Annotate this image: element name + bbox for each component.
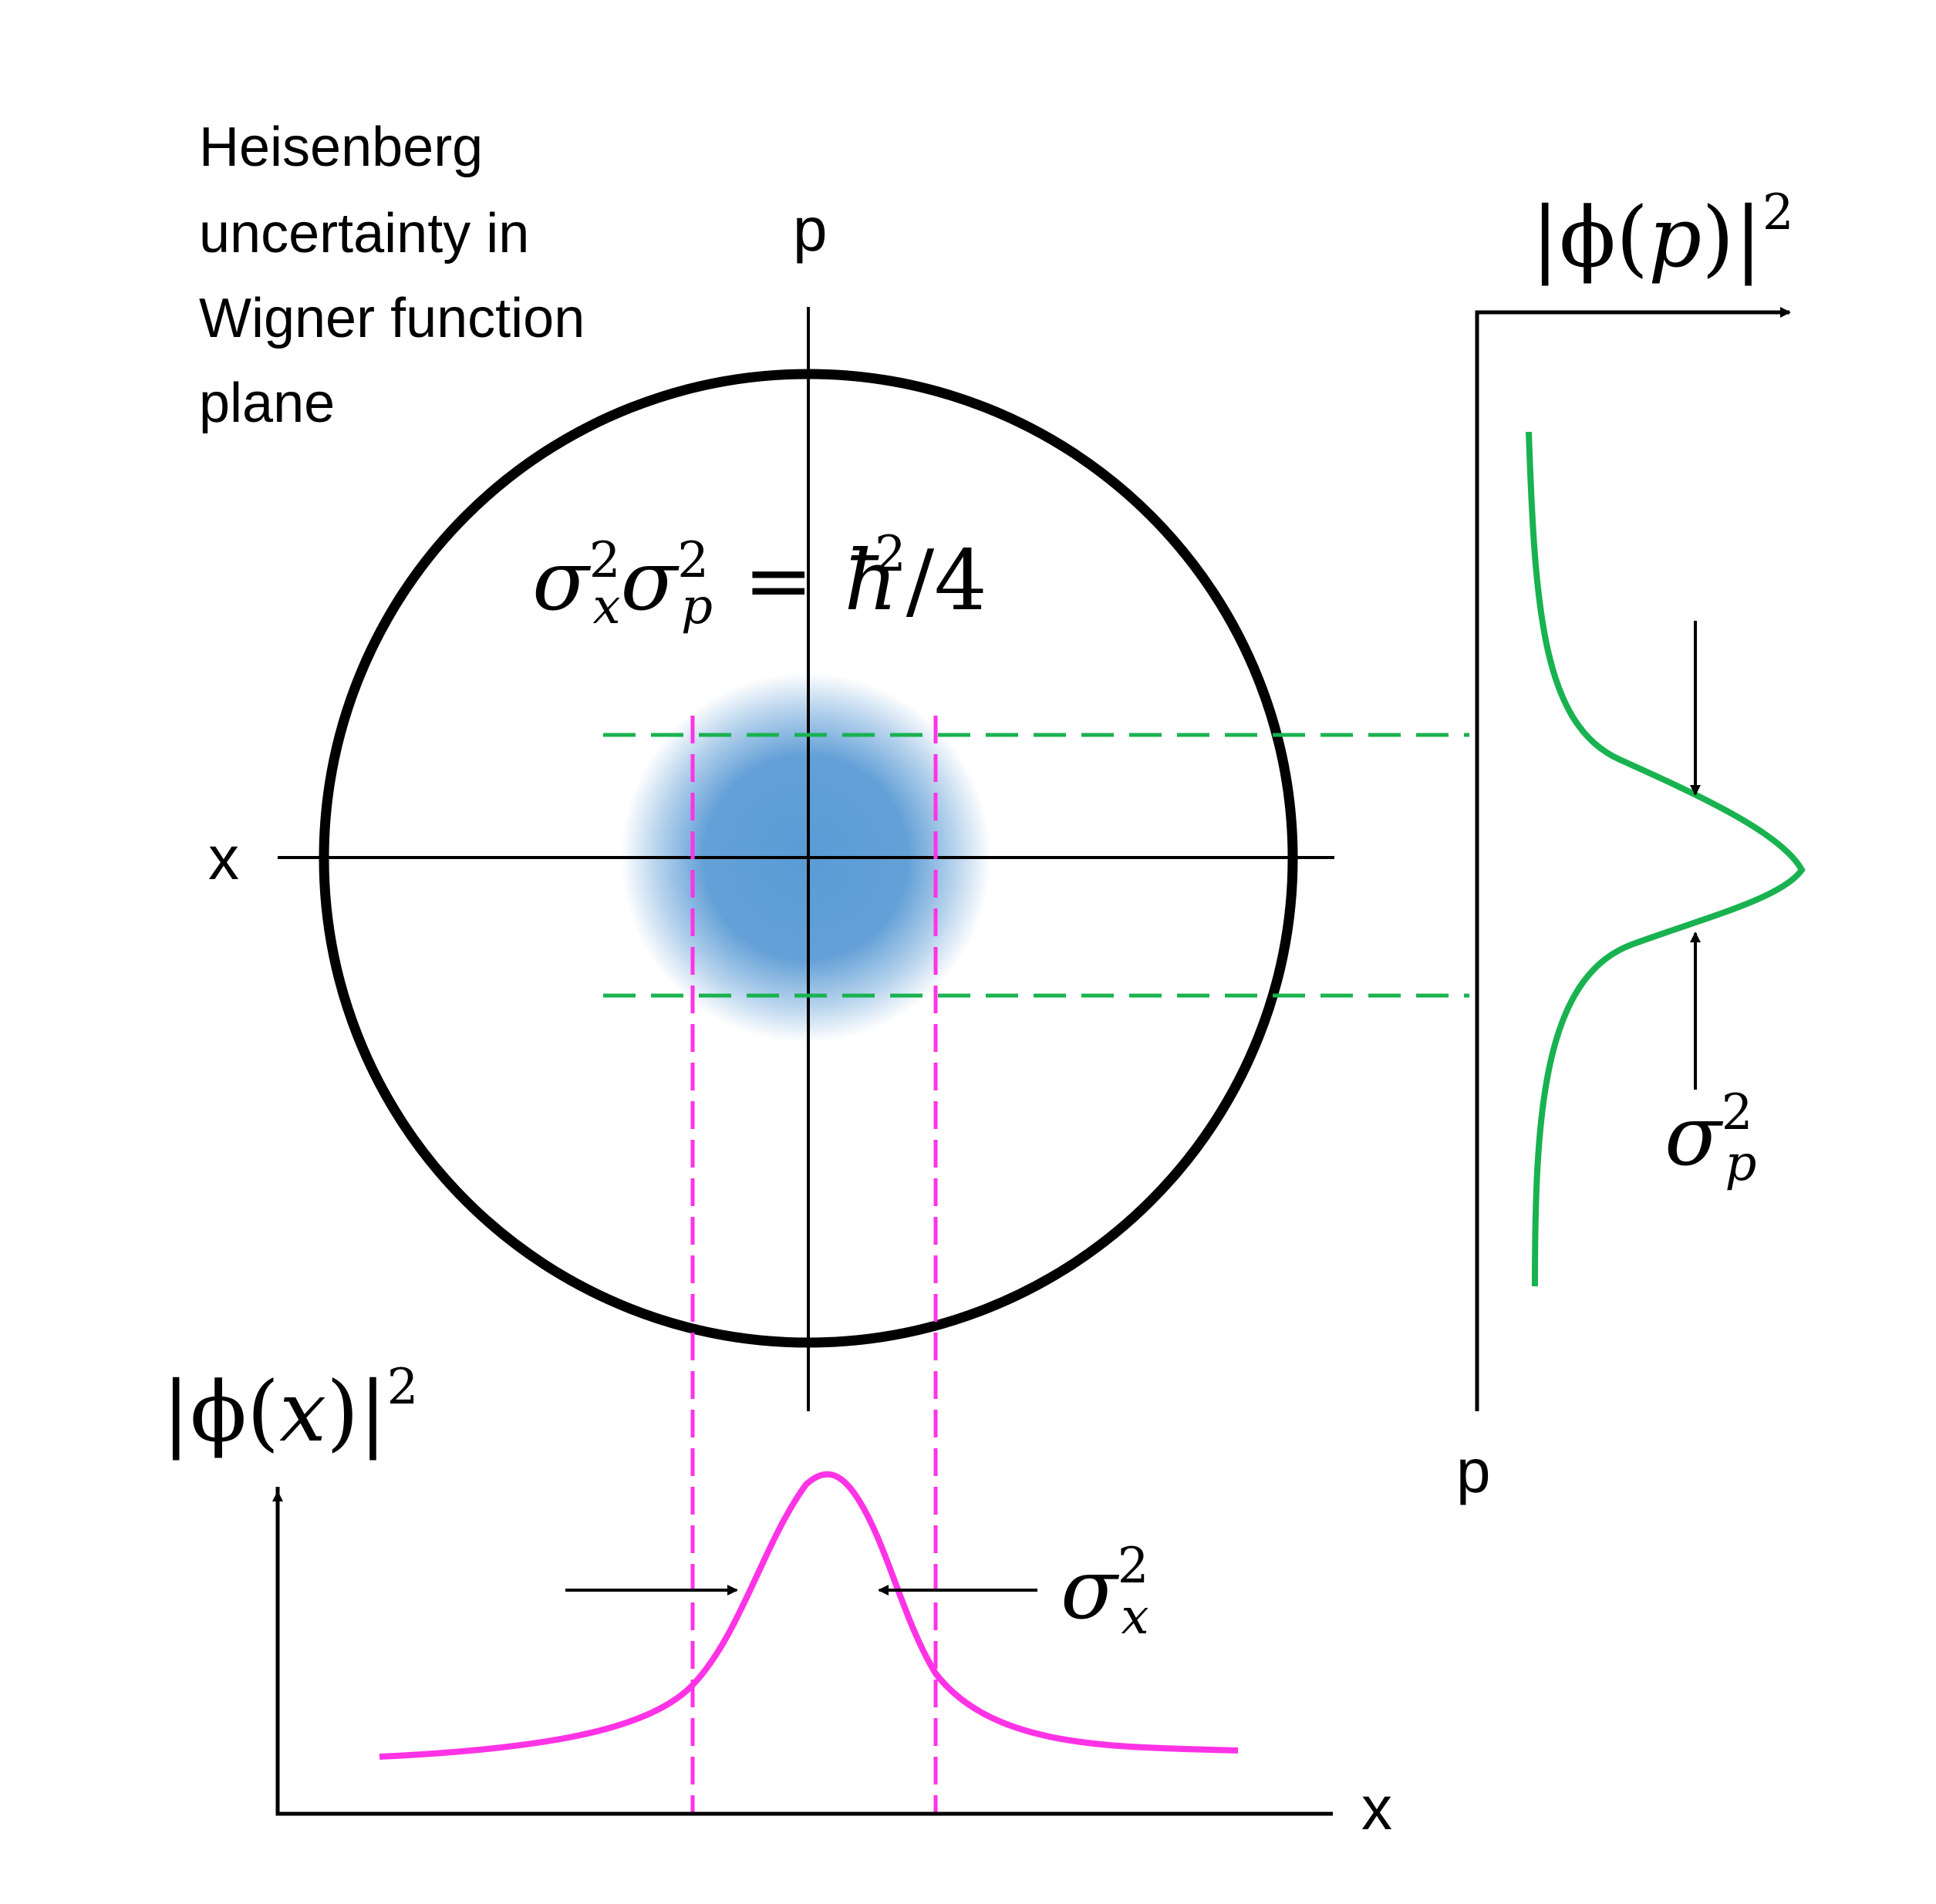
phase-x-axis-label: x bbox=[208, 824, 239, 892]
eq-sigma-1: σ bbox=[532, 533, 592, 629]
right-plot-axes bbox=[1475, 307, 1791, 1411]
title-line-1: Heisenberg bbox=[199, 116, 483, 178]
eq-sup-3: 2 bbox=[875, 526, 906, 583]
title-line-4: plane bbox=[199, 372, 335, 434]
phase-p-axis-label: p bbox=[793, 195, 828, 264]
eq-sup-2: 2 bbox=[677, 532, 709, 589]
momentum-gaussian-curve bbox=[1526, 431, 1806, 1287]
eq-sup-1: 2 bbox=[589, 532, 621, 589]
phi-p-label: |ϕ(p)|2 bbox=[1531, 184, 1794, 286]
bottom-plot-axes bbox=[275, 1487, 1333, 1816]
eq-rhs: /4 bbox=[906, 533, 987, 629]
eq-sub-x: x bbox=[592, 578, 620, 635]
right-p-axis-label: p bbox=[1456, 1437, 1491, 1505]
title-line-2: uncertainty in bbox=[199, 203, 529, 265]
eq-sub-p: p bbox=[681, 578, 713, 635]
eq-sigma-2: σ bbox=[621, 533, 680, 629]
bottom-x-axis-label: x bbox=[1361, 1774, 1392, 1842]
phi-x-label: |ϕ(x)|2 bbox=[162, 1359, 418, 1461]
position-gaussian-curve bbox=[379, 1471, 1239, 1760]
eq-hbar: ħ bbox=[844, 533, 898, 629]
eq-equals: = bbox=[744, 533, 814, 629]
phase-space-circle bbox=[319, 369, 1298, 1348]
diagram-title: Heisenberg uncertainty in Wigner functio… bbox=[199, 116, 585, 434]
title-line-3: Wigner function bbox=[199, 288, 585, 349]
